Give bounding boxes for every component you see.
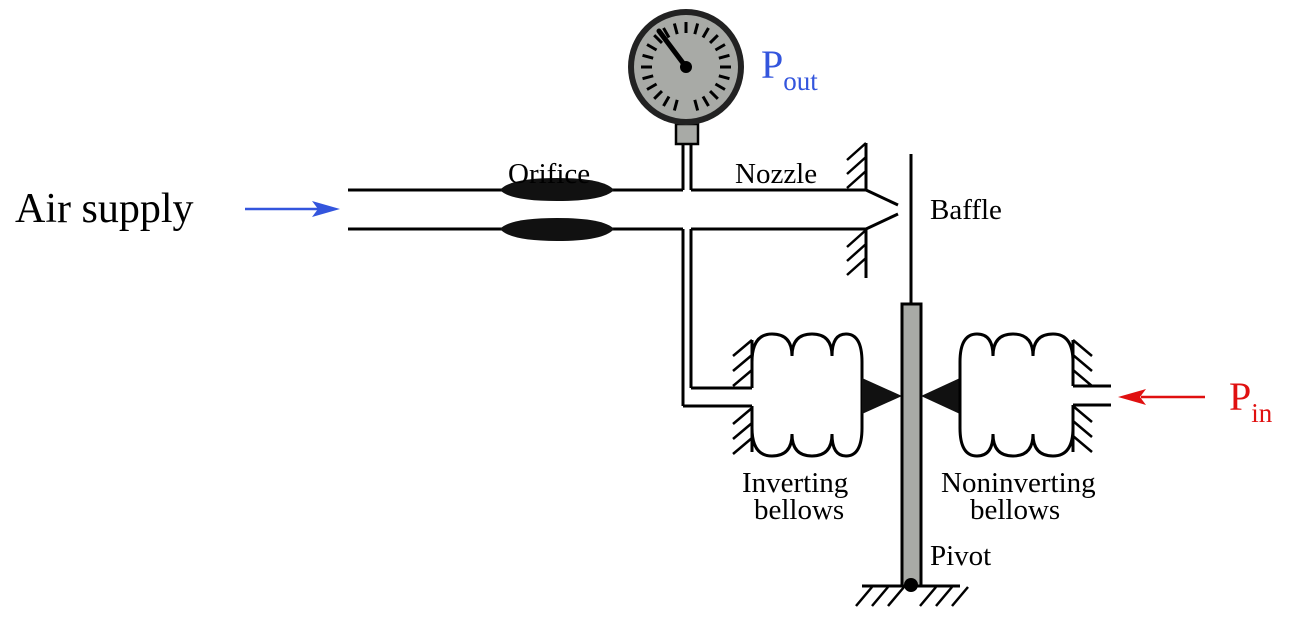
- noninverting-bellows-label-1: Noninverting: [941, 467, 1096, 499]
- inverting-bellows: [750, 332, 864, 458]
- nozzle-mount-top: [846, 142, 868, 190]
- gauge-tick: [662, 27, 671, 39]
- nozzle: [865, 188, 899, 231]
- gauge-tick: [662, 95, 671, 107]
- gauge-tick: [653, 89, 664, 100]
- noninverting-bellows-link: [921, 378, 960, 414]
- air-supply-arrow: [245, 201, 340, 217]
- gauge-tick: [701, 95, 710, 107]
- gauge-tick: [642, 74, 654, 81]
- gauge-tick: [708, 89, 719, 100]
- orifice-label: Orifice: [508, 158, 590, 190]
- gauge-tick: [672, 99, 679, 111]
- nozzle-mount-bottom: [846, 229, 868, 278]
- gauge-tick: [693, 23, 700, 35]
- gauge-tap: [674, 122, 700, 190]
- gauge-tick: [714, 82, 726, 91]
- supply-tube: [348, 188, 866, 231]
- gauge-tick: [708, 34, 719, 45]
- pout-label: Pout: [761, 42, 818, 96]
- inverting-bellows-link: [862, 378, 902, 414]
- air-supply-label: Air supply: [15, 186, 194, 232]
- gauge-tick: [718, 53, 730, 60]
- ground-hatch: [855, 584, 969, 607]
- gauge-tick: [642, 53, 654, 60]
- gauge-tick: [646, 82, 658, 91]
- orifice: [500, 178, 614, 241]
- gauge-tick: [701, 27, 710, 39]
- gauge-tick: [672, 23, 679, 35]
- inverting-bellows-label-2: bellows: [754, 494, 844, 526]
- noninverting-bellows: [958, 332, 1075, 458]
- baffle-label: Baffle: [930, 194, 1002, 226]
- noninverting-bellows-mount: [1071, 339, 1111, 453]
- gauge-tick: [718, 74, 730, 81]
- pressure-gauge-icon: [628, 9, 744, 125]
- lever: [900, 302, 923, 588]
- pin-arrow: [1118, 389, 1205, 405]
- noninverting-bellows-label-2: bellows: [970, 494, 1060, 526]
- inverting-bellows-mount: [732, 339, 754, 455]
- nozzle-label: Nozzle: [735, 158, 817, 190]
- gauge-tick: [714, 43, 726, 52]
- inverting-bellows-label-1: Inverting: [742, 467, 848, 499]
- gauge-tick: [653, 34, 664, 45]
- gauge-tick: [693, 99, 700, 111]
- pivot-label: Pivot: [930, 540, 991, 572]
- gauge-tick: [646, 43, 658, 52]
- pin-label: Pin: [1229, 374, 1273, 428]
- feedback-tube: [681, 229, 752, 408]
